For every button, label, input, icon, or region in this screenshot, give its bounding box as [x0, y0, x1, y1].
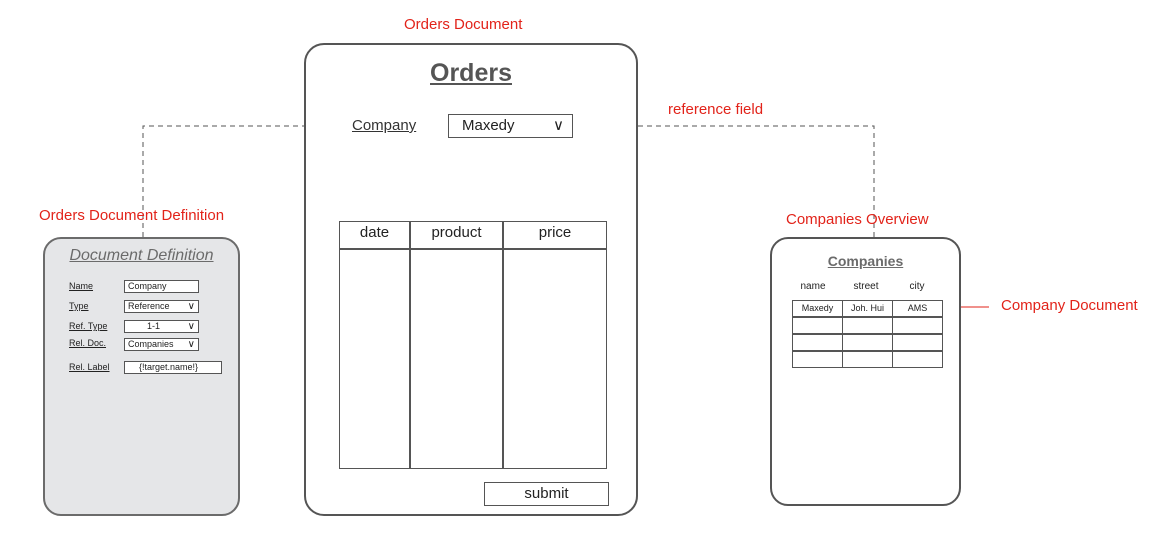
definition-type-select[interactable]: Reference ∨	[124, 300, 199, 313]
companies-cell-street: Joh. Hui	[842, 300, 893, 317]
table-row[interactable]	[792, 334, 944, 351]
table-row[interactable]	[792, 351, 944, 368]
definition-ref-type-value: 1-1	[147, 321, 161, 331]
orders-panel: Orders Company Maxedy ∨ date product pri…	[304, 43, 638, 516]
companies-cell-name	[792, 351, 843, 368]
companies-cell-city	[892, 317, 943, 334]
companies-panel: Companies name street city Maxedy Joh. H…	[770, 237, 961, 506]
orders-column-header: product	[411, 222, 502, 250]
definition-ref-type-label: Ref. Type	[69, 321, 108, 331]
definition-name-field[interactable]: Company	[124, 280, 199, 293]
document-definition-panel: Document Definition Name Company Type Re…	[43, 237, 240, 516]
companies-cell-street	[842, 334, 893, 351]
company-label: Company	[352, 117, 417, 134]
company-select[interactable]: Maxedy ∨	[448, 114, 573, 138]
definition-ref-type-select[interactable]: 1-1 ∨	[124, 320, 199, 333]
companies-column-header: city	[909, 281, 925, 292]
chevron-down-icon: ∨	[187, 321, 195, 332]
definition-name-label: Name	[69, 281, 94, 291]
companies-cell-city	[892, 334, 943, 351]
definition-rel-doc-label: Rel. Doc.	[69, 338, 107, 348]
companies-cell-street	[842, 317, 893, 334]
companies-table: Maxedy Joh. Hui AMS	[792, 300, 944, 368]
companies-column-header: street	[853, 281, 879, 292]
companies-cell-name	[792, 317, 843, 334]
orders-document-definition-annotation: Orders Document Definition	[39, 207, 225, 224]
definition-name-value: Company	[128, 281, 167, 291]
orders-title: Orders	[430, 59, 512, 87]
orders-column-header: price	[504, 222, 606, 250]
chevron-down-icon: ∨	[187, 301, 195, 312]
orders-column-product: product	[411, 222, 504, 468]
definition-rel-doc-select[interactable]: Companies ∨	[124, 338, 199, 351]
companies-overview-annotation: Companies Overview	[786, 211, 929, 228]
orders-table: date product price	[339, 221, 607, 469]
reference-field-annotation: reference field	[668, 101, 764, 118]
companies-column-header: name	[800, 281, 826, 292]
orders-column-date: date	[340, 222, 411, 468]
chevron-down-icon: ∨	[553, 117, 564, 134]
company-select-value: Maxedy	[462, 117, 515, 134]
companies-cell-name	[792, 334, 843, 351]
table-row[interactable]	[792, 317, 944, 334]
definition-rel-label-value: {!target.name!}	[139, 362, 199, 372]
companies-cell-street	[842, 351, 893, 368]
orders-document-annotation: Orders Document	[404, 16, 523, 33]
definition-type-value: Reference	[128, 301, 170, 311]
document-definition-title: Document Definition	[69, 247, 214, 264]
definition-type-label: Type	[69, 301, 89, 311]
orders-column-price: price	[504, 222, 606, 468]
definition-rel-label-label: Rel. Label	[69, 362, 110, 372]
company-document-annotation: Company Document	[1001, 297, 1138, 314]
companies-cell-city: AMS	[892, 300, 943, 317]
table-row[interactable]: Maxedy Joh. Hui AMS	[792, 300, 944, 317]
companies-cell-city	[892, 351, 943, 368]
companies-cell-name: Maxedy	[792, 300, 843, 317]
definition-rel-doc-value: Companies	[128, 339, 174, 349]
orders-column-header: date	[340, 222, 409, 250]
companies-title: Companies	[827, 253, 904, 269]
definition-rel-label-field[interactable]: {!target.name!}	[124, 361, 222, 374]
submit-button[interactable]: submit	[484, 482, 609, 506]
chevron-down-icon: ∨	[187, 339, 195, 350]
